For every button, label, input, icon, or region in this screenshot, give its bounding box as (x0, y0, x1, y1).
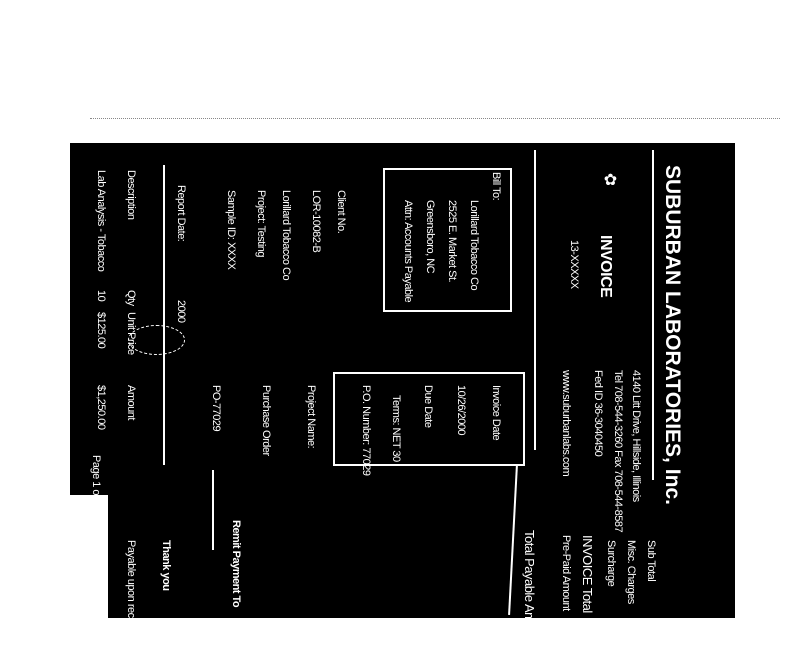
line-item-cell: $1,250.00 (95, 385, 107, 430)
invoice-date-label: Invoice Date (490, 385, 502, 441)
misc-charges-label: Misc. Charges (625, 540, 637, 604)
fed-id: Fed ID 36-3040450 (592, 370, 604, 457)
client-line: Project: Testing (255, 190, 267, 258)
divider (163, 165, 165, 465)
po-number: P.O. Number: 77029 (360, 385, 372, 476)
bill-to-line: Lorillard Tobacco Co (468, 200, 480, 291)
divider (534, 150, 536, 450)
purchase-label: Purchase Order (260, 385, 272, 456)
payment-note: Payable upon receipt (125, 540, 137, 634)
sub-total-label: Sub Total (645, 540, 657, 582)
report-number: 2000 (175, 300, 187, 323)
bill-to-line: Attn: Accounts Payable (402, 200, 414, 303)
due-date-label: Due Date (422, 385, 434, 428)
page-edge (70, 495, 108, 618)
bill-to-line: Greensboro, NC (424, 200, 436, 274)
client-line: Lorillard Tobacco Co (280, 190, 292, 281)
terms: Terms: NET 30 (390, 395, 402, 462)
page-number: Page 1 of 1 (90, 455, 102, 506)
divider (652, 150, 654, 480)
project-label: Project Name: (305, 385, 317, 449)
bill-to-label: Bill To: (490, 172, 502, 201)
invoice-dates-box (333, 372, 525, 466)
purchase-number: PO-77029 (210, 385, 222, 432)
line-item-cell: 10 (95, 290, 107, 302)
company-web: www.suburbanlabs.com (560, 370, 572, 477)
bill-to-box (383, 168, 512, 312)
total-payable-label: Total Payable Amount (522, 530, 537, 646)
column-header: Qty (125, 290, 137, 306)
company-address: 4140 Litt Drive, Hillside, Illinois (630, 370, 642, 502)
client-id: LOR-10082-B (310, 190, 322, 253)
document-title: INVOICE (597, 235, 614, 298)
client-label: Client No. (335, 190, 347, 234)
column-header: Unit Price (125, 312, 137, 355)
column-header: Amount (125, 385, 137, 420)
invoice-total-label: INVOICE Total (580, 535, 595, 613)
invoice-number: 13-XXXXX (568, 240, 580, 289)
logo-icon: ✿ (601, 170, 618, 189)
company-phone: Tel 708-544-3260 Fax 708-544-8587 (612, 370, 624, 533)
remit-label: Remit Payment To (230, 520, 242, 608)
bill-to-line: 2525 E. Market St. (446, 200, 458, 283)
page-edge (735, 495, 800, 618)
report-label: Report Date: (175, 185, 187, 242)
divider (212, 470, 214, 550)
thanks-text: Thank you (160, 540, 172, 591)
surcharge-label: Surcharge (605, 540, 617, 587)
signature-stamp (128, 325, 185, 355)
line-item-cell: $125.00 (95, 312, 107, 349)
scanned-invoice-page (70, 143, 735, 618)
invoice-date: 10/26/2000 (455, 385, 467, 436)
prepaid-label: Pre-Paid Amount (560, 535, 572, 611)
scan-noise-line (90, 118, 780, 121)
line-item-cell: Lab Analysis - Tobacco (95, 170, 107, 272)
column-header: Description (125, 170, 137, 220)
company-name: SUBURBAN LABORATORIES, Inc. (661, 165, 684, 505)
client-line: Sample ID: XXXX (225, 190, 237, 270)
